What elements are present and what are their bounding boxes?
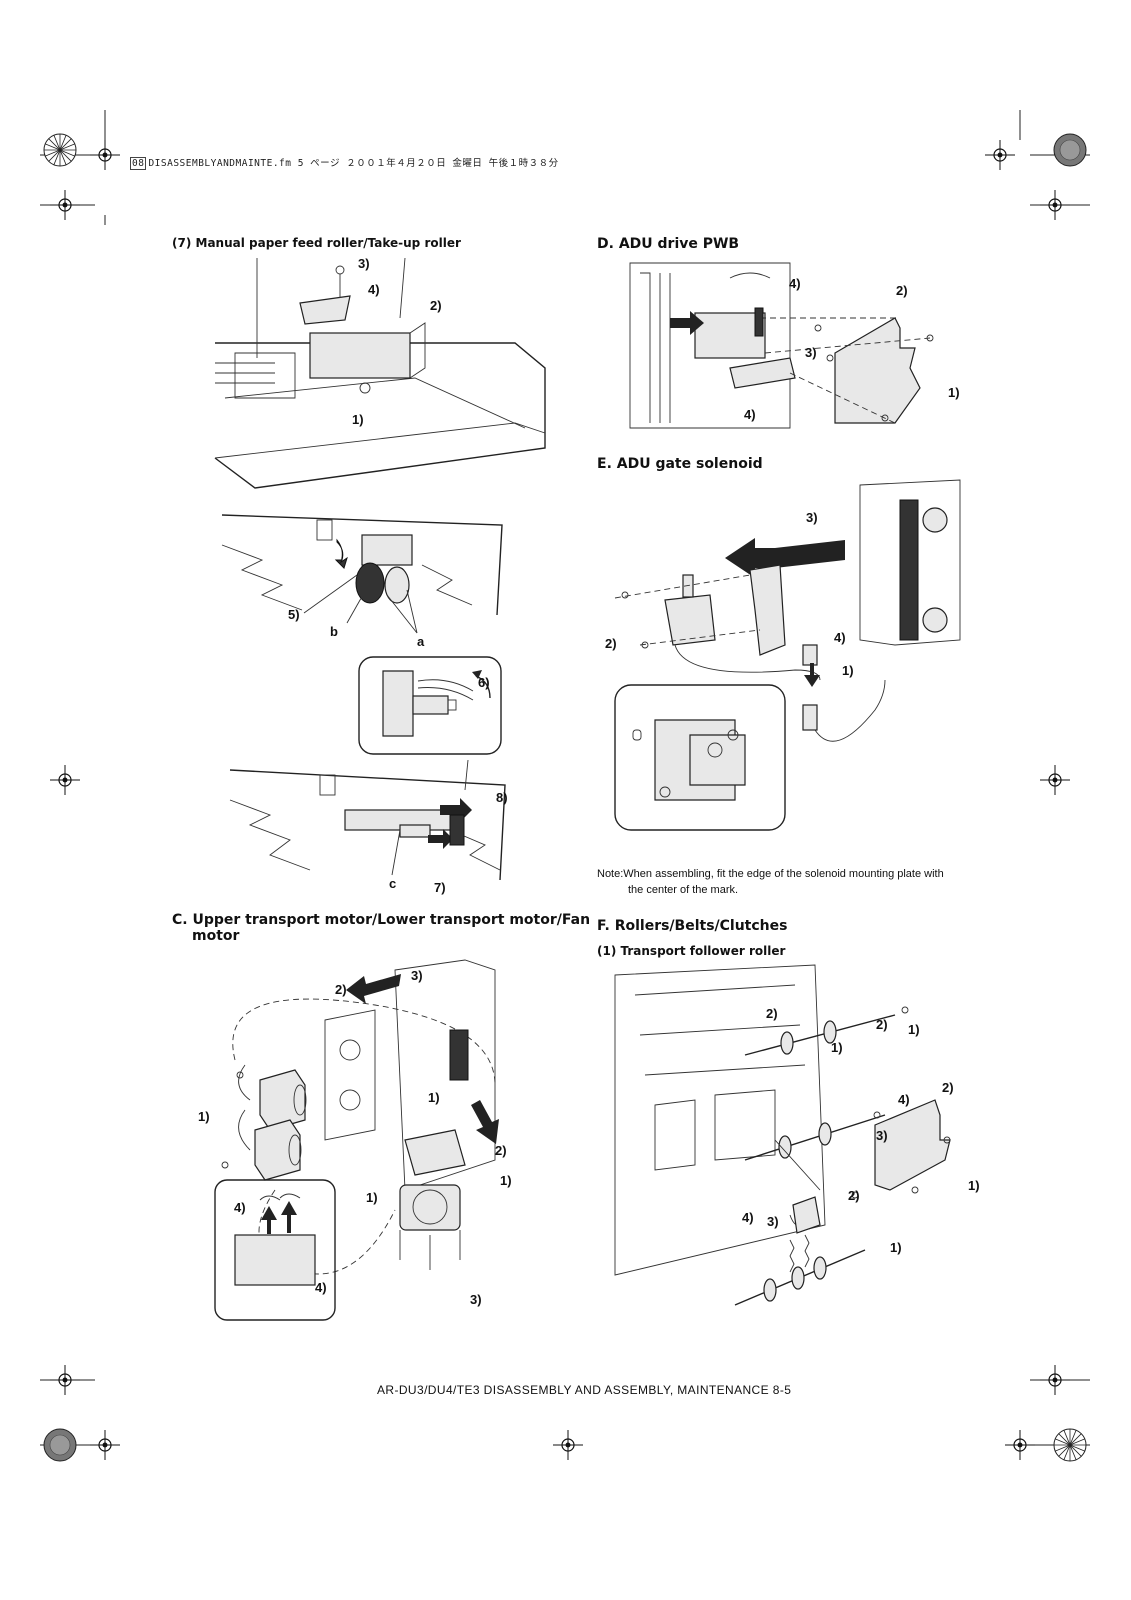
transport-motor-title-line1: C. Upper transport motor/Lower transport… (172, 912, 591, 928)
transport-motor-figure (214, 959, 499, 1321)
solenoid-note-line2: the center of the mark. (628, 884, 739, 896)
callout-label: 1) (366, 1190, 378, 1205)
callout-label: 4) (742, 1210, 754, 1225)
crosshair-registration-icon (50, 1365, 80, 1395)
callout-label: 3) (470, 1292, 482, 1307)
callout-label: 4) (898, 1092, 910, 1107)
crosshair-registration-icon (1005, 1430, 1035, 1460)
callout-label: 3) (767, 1214, 779, 1229)
callout-label: a (417, 634, 425, 649)
callout-label: 2) (335, 982, 347, 997)
radial-corner-mark-icon (1053, 1428, 1087, 1462)
callout-label: b (330, 624, 338, 639)
callout-label: 4) (744, 407, 756, 422)
callout-label: 2) (848, 1188, 860, 1203)
crosshair-registration-icon (553, 1430, 583, 1460)
transport-motor-title: C. Upper transport motor/Lower transport… (172, 912, 590, 944)
transport-motor-title-line2: motor (192, 928, 240, 944)
solenoid-note-line1: Note:When assembling, fit the edge of th… (597, 868, 944, 880)
callout-label: 4) (789, 276, 801, 291)
callout-label: 1) (908, 1022, 920, 1037)
crosshair-registration-icon (50, 190, 80, 220)
print-header-box: 08 (130, 157, 147, 170)
adu-solenoid-title: E. ADU gate solenoid (597, 456, 763, 472)
adu-pwb-title: D. ADU drive PWB (597, 236, 740, 252)
crosshair-registration-icon (1040, 190, 1070, 220)
print-header-text: DISASSEMBLYANDMAINTE.fm 5 ページ ２００１年４月２０日… (148, 158, 559, 169)
callout-label: 2) (495, 1143, 507, 1158)
callout-label: 3) (358, 256, 370, 271)
solenoid-note: Note:When assembling, fit the edge of th… (597, 866, 1007, 898)
radial-corner-mark-icon (43, 1428, 77, 1462)
callout-label: 1) (890, 1240, 902, 1255)
callout-label: 1) (500, 1173, 512, 1188)
crosshair-registration-icon (90, 140, 120, 170)
adu-solenoid-figure (614, 479, 961, 831)
manual-feed-detail-inset (358, 656, 502, 755)
rollers-title: F. Rollers/Belts/Clutches (597, 918, 788, 934)
page-footer: AR-DU3/DU4/TE3 DISASSEMBLY AND ASSEMBLY,… (377, 1383, 792, 1397)
crosshair-registration-icon (985, 140, 1015, 170)
manual-feed-title: (7) Manual paper feed roller/Take-up rol… (172, 236, 461, 250)
callout-label: 1) (352, 412, 364, 427)
adu-pwb-figure (629, 262, 934, 429)
manual-feed-figure-1 (214, 257, 546, 489)
callout-label: 4) (368, 282, 380, 297)
callout-label: 1) (428, 1090, 440, 1105)
callout-label: 7) (434, 880, 446, 895)
radial-corner-mark-icon (43, 133, 77, 167)
manual-feed-figure-3 (229, 759, 506, 881)
crosshair-registration-icon (1040, 1365, 1070, 1395)
callout-label: 4) (315, 1280, 327, 1295)
callout-label: c (389, 876, 397, 891)
callout-label: 6) (478, 675, 490, 690)
crosshair-registration-icon (1040, 765, 1070, 795)
radial-corner-mark-icon (1053, 133, 1087, 167)
transport-roller-figure (614, 964, 951, 1306)
callout-label: 2) (766, 1006, 778, 1021)
callout-label: 8) (496, 790, 508, 805)
callout-label: 1) (842, 663, 854, 678)
callout-label: 3) (805, 345, 817, 360)
callout-label: 4) (234, 1200, 246, 1215)
callout-label: 2) (876, 1017, 888, 1032)
callout-label: 2) (605, 636, 617, 651)
callout-label: 2) (896, 283, 908, 298)
callout-label: 4) (834, 630, 846, 645)
crosshair-registration-icon (90, 1430, 120, 1460)
callout-label: 1) (948, 385, 960, 400)
callout-label: 1) (198, 1109, 210, 1124)
callout-label: 3) (411, 968, 423, 983)
rollers-subtitle: (1) Transport follower roller (597, 944, 786, 958)
callout-label: 5) (288, 607, 300, 622)
callout-label: 1) (968, 1178, 980, 1193)
callout-label: 3) (806, 510, 818, 525)
callout-label: 2) (430, 298, 442, 313)
crosshair-registration-icon (50, 765, 80, 795)
callout-label: 3) (876, 1128, 888, 1143)
callout-label: 1) (831, 1040, 843, 1055)
callout-label: 2) (942, 1080, 954, 1095)
manual-feed-figure-2 (221, 514, 503, 634)
